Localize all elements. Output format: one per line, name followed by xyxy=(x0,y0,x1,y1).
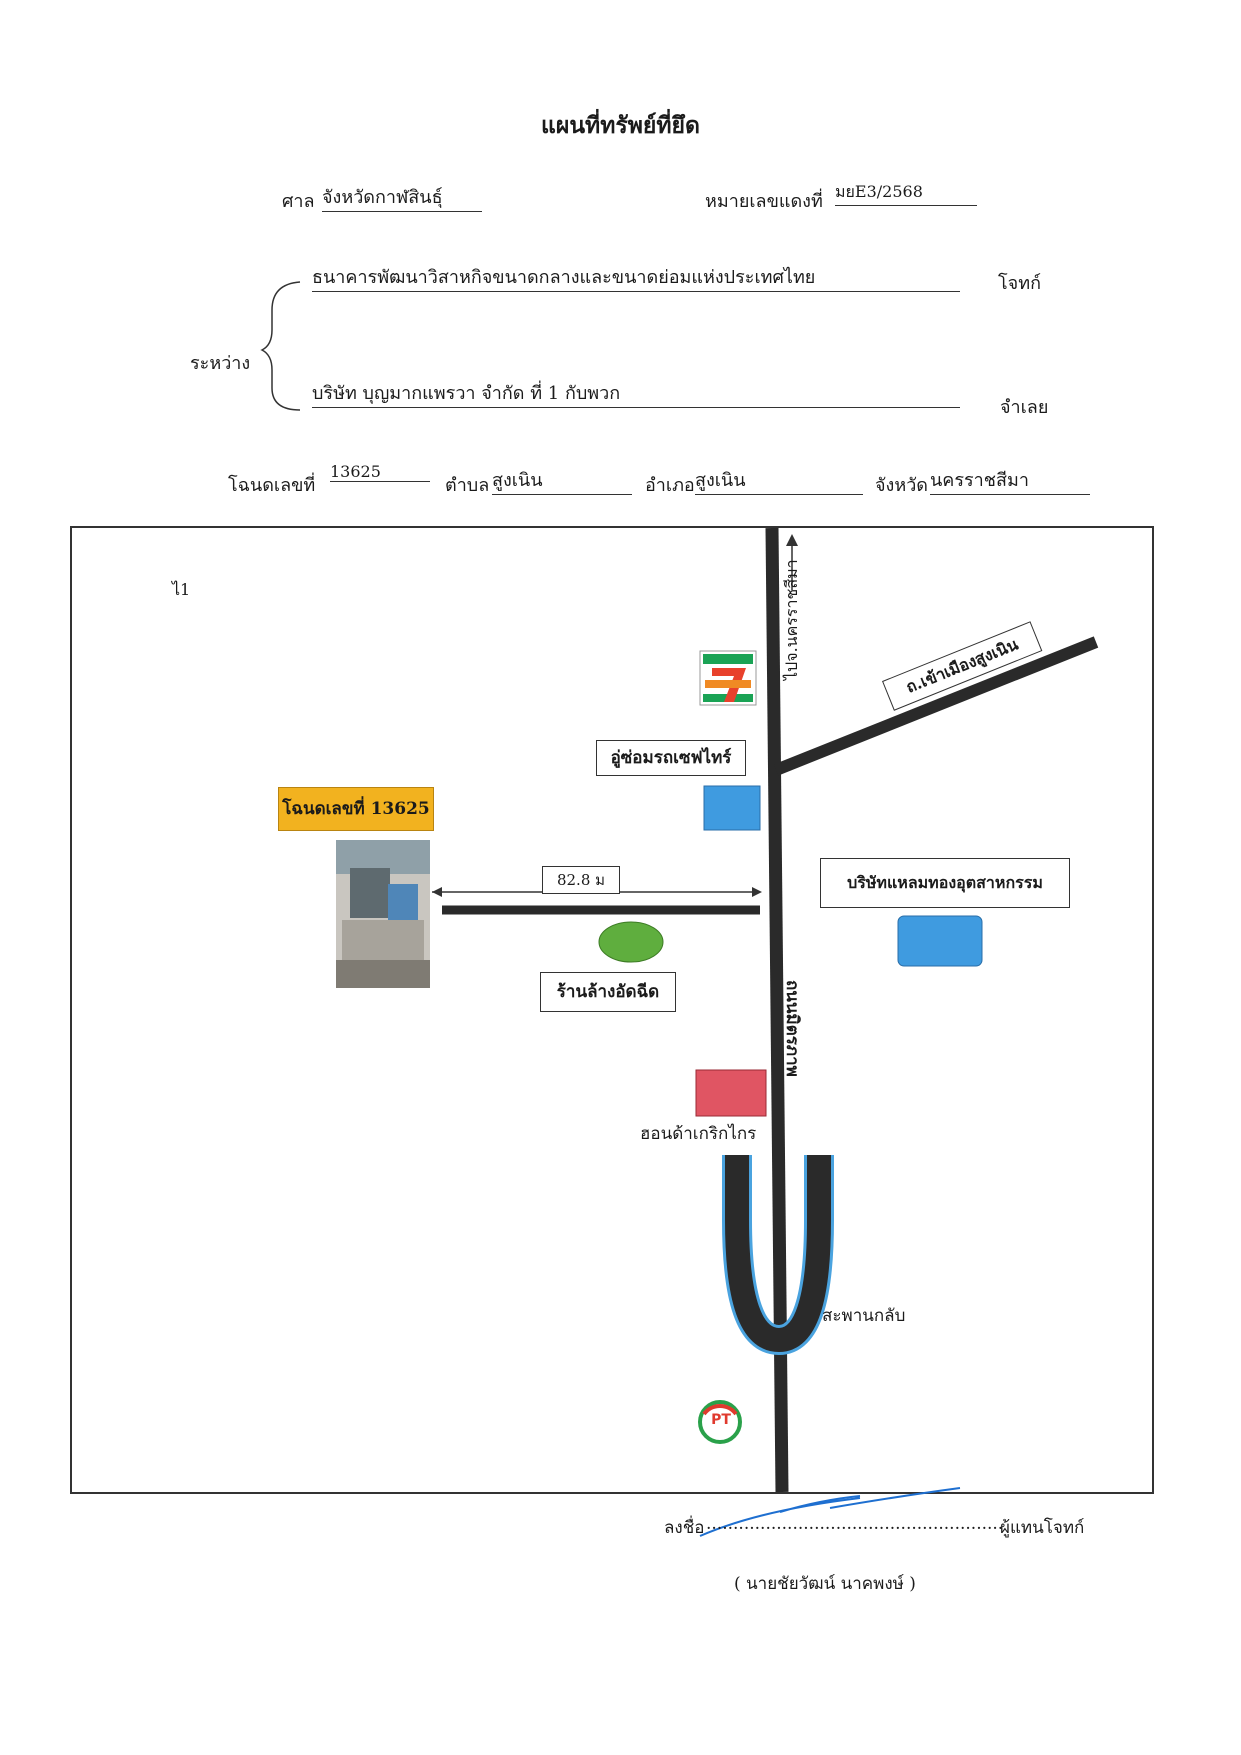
map-frame xyxy=(70,526,1154,1494)
warehouse-building xyxy=(695,1069,767,1117)
signer-name: ( นายชัยวัฒน์ นาคพงษ์ ) xyxy=(734,1574,916,1594)
between-label: ระหว่าง xyxy=(190,353,251,374)
court-value: จังหวัดกาฬสินธุ์ xyxy=(322,182,482,212)
deed-box-label: โฉนดเลขที่ 13625 xyxy=(278,787,434,831)
plaintiff-label: โจทก์ xyxy=(998,273,1041,294)
side-road xyxy=(773,636,1099,776)
document-title: แผนที่ทรัพย์ที่ยึด xyxy=(541,112,700,139)
province-value: นครราชสีมา xyxy=(930,465,1090,495)
case-number-value: มยE3/2568 xyxy=(835,180,977,206)
pt-logo-icon xyxy=(698,1400,742,1444)
company-building xyxy=(897,915,983,967)
deed-label: โฉนดเลขที่ xyxy=(228,475,316,496)
car-wash-label: ร้านล้างอัดฉีด xyxy=(540,972,676,1012)
seven-eleven-logo-icon xyxy=(699,650,757,706)
province-label: จังหวัด xyxy=(875,475,928,496)
plaintiff-value: ธนาคารพัฒนาวิสาหกิจขนาดกลางและขนาดย่อมแห… xyxy=(312,262,960,292)
sign-line: ........................................… xyxy=(706,1514,1002,1534)
amphoe-label: อำเภอ xyxy=(645,475,695,496)
main-road-label: ถนนมิตรภาพ xyxy=(782,980,802,1077)
sign-role: ผู้แทนโจทก์ xyxy=(1000,1518,1085,1538)
defendant-label: จำเลย xyxy=(1000,397,1049,418)
tambon-label: ตำบล xyxy=(445,475,490,496)
car-wash-building xyxy=(598,921,664,963)
case-number-label: หมายเลขแดงที่ xyxy=(705,191,823,212)
north-arrowhead-icon xyxy=(786,534,798,546)
court-label: ศาล xyxy=(282,191,315,212)
garage-building xyxy=(703,785,761,831)
parcel-photo xyxy=(336,840,430,988)
distance-label: 82.8 ม xyxy=(542,866,620,894)
deed-value: 13625 xyxy=(330,462,430,482)
signature-scribble xyxy=(699,1487,961,1537)
tambon-value: สูงเนิน xyxy=(492,465,632,495)
amphoe-value: สูงเนิน xyxy=(695,465,863,495)
garage-label: อู่ซ่อมรถเซฟไทร์ xyxy=(596,740,746,776)
distance-arrowhead-left-icon xyxy=(432,887,442,897)
to-korat-label: ไปจ.นครราชสีมา xyxy=(782,559,801,680)
u-turn-bridge-label: สะพานกลับ xyxy=(822,1306,906,1326)
pt-logo-text: PT xyxy=(711,1412,731,1428)
distance-arrowhead-right-icon xyxy=(752,887,762,897)
company-label: บริษัทแหลมทองอุตสาหกรรม xyxy=(820,858,1070,908)
stray-mark: ไ1 xyxy=(172,580,191,599)
warehouse-label: ฮอนด้าเกริกไกร xyxy=(640,1124,757,1144)
defendant-value: บริษัท บุญมากแพรวา จำกัด ที่ 1 กับพวก xyxy=(312,378,960,408)
party-brace xyxy=(260,281,301,411)
sign-label: ลงชื่อ xyxy=(664,1518,705,1538)
